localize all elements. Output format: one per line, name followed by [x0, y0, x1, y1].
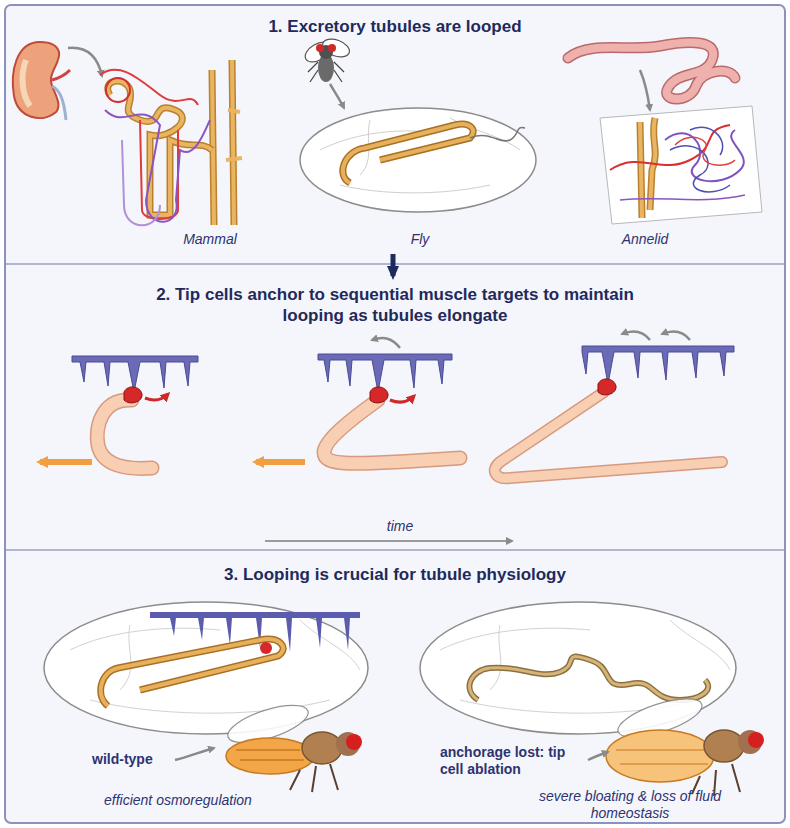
pull-arrow — [40, 459, 92, 465]
tubule — [97, 392, 722, 478]
text-label: anchorage lost: tip cell ablation — [440, 744, 586, 778]
pointer-arrow — [640, 70, 650, 110]
annelid-nephridium — [600, 106, 762, 224]
text-label: efficient osmoregulation — [104, 792, 334, 809]
frame — [5, 5, 785, 823]
text-label: time — [360, 518, 440, 535]
panel-band: 3. Looping is crucial for tubule physiol… — [6, 556, 784, 822]
embryo-wild-type — [44, 602, 368, 734]
pointer-arrow — [175, 748, 214, 760]
embryo — [300, 108, 536, 212]
pointer-arrow — [330, 84, 344, 108]
panel-heading: 3. Looping is crucial for tubule physiol… — [224, 564, 566, 585]
pointer-arrow — [68, 48, 102, 76]
panel-heading: 1. Excretory tubules are looped — [268, 16, 521, 37]
panel-band: 1. Excretory tubules are looped — [6, 8, 784, 254]
fly-bloated — [606, 691, 764, 796]
panel-band: 2. Tip cells anchor to sequential muscle… — [6, 276, 784, 526]
separator — [6, 549, 784, 551]
text-label: Annelid — [600, 231, 690, 248]
pull-arrow — [256, 459, 305, 465]
text-label: wild-type — [92, 751, 174, 768]
time-arrow — [265, 540, 512, 542]
text-label: Fly — [380, 231, 460, 248]
text-label: severe bloating & loss of fluid homeosta… — [500, 788, 760, 822]
panel-heading: 2. Tip cells anchor to sequential muscle… — [135, 284, 655, 326]
fly-wild-type — [224, 698, 362, 792]
flow-arrow — [391, 254, 396, 276]
pointer-arrow — [588, 752, 608, 760]
pointer-arrow — [372, 338, 400, 348]
fly-icon — [302, 36, 352, 82]
kidney — [13, 42, 70, 120]
text-label: Mammal — [170, 231, 250, 248]
tip-cell — [124, 379, 616, 403]
annelid — [568, 43, 735, 99]
pointer-arrow — [662, 332, 690, 340]
pointer-arrow — [145, 394, 168, 400]
pointer-arrow — [390, 396, 414, 402]
muscle-comb — [72, 346, 734, 392]
pointer-arrow — [622, 332, 650, 340]
nephron — [100, 60, 242, 225]
